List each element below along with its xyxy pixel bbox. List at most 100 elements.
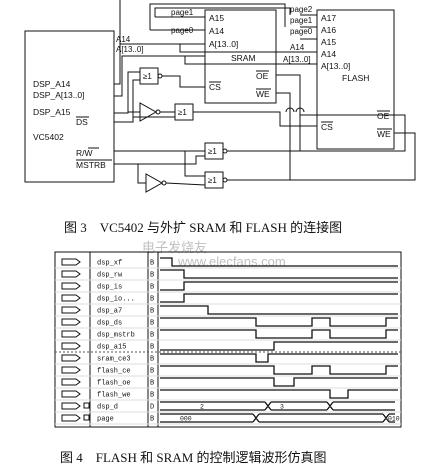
vc5402-pin-a13-0: DSP_A[13..0] [33, 90, 85, 100]
svg-text:≥1: ≥1 [208, 176, 217, 185]
signal-value: B [150, 260, 154, 268]
signal-name: dsp_is [97, 284, 122, 292]
figure3-caption: 图 3 VC5402 与外扩 SRAM 和 FLASH 的连接图 [64, 220, 342, 235]
signal-trace [160, 389, 398, 399]
vc5402-pin-rw: R/W [76, 148, 93, 158]
sram-in-a13-0: A[13..0] [116, 45, 144, 54]
vc5402-pin-ds: DS [76, 117, 88, 127]
signal-value: B [150, 284, 154, 292]
signal-name: sram_ce3 [97, 356, 131, 364]
signal-name: flash_we [97, 392, 131, 400]
expand-toggle-icon[interactable] [83, 402, 90, 409]
signal-pin-icon [61, 390, 81, 398]
signal-pin-icon [61, 366, 81, 374]
watermark: 电子发烧友 www.elecfans.com [142, 240, 286, 269]
flash-block [316, 9, 395, 150]
signal-value: B [150, 332, 154, 340]
bus-trace [160, 413, 395, 423]
signal-name: dsp_io... [97, 296, 135, 304]
signal-trace [160, 365, 398, 375]
sram-pin-a15: A15 [209, 13, 224, 23]
inverter-2 [145, 173, 167, 193]
signal-value: B [150, 296, 154, 304]
signal-name: dsp_mstrb [97, 332, 135, 340]
signal-value: B [150, 368, 154, 376]
bus-trace [160, 401, 395, 411]
signal-value: B [150, 380, 154, 388]
flash-pin-a15: A15 [321, 37, 336, 47]
flash-pin-we: WE [377, 129, 391, 139]
or-gate-2: ≥1 [174, 103, 194, 121]
vc5402-pin-a14: DSP_A14 [33, 79, 71, 89]
bus-value-label: 010 [388, 416, 400, 423]
signal-trace [160, 269, 398, 279]
bus-value-label: 000 [180, 416, 192, 423]
flash-pin-a13-0: A[13..0] [321, 61, 350, 71]
flash-pin-a16: A16 [321, 25, 336, 35]
or-gate-1: ≥1 [139, 67, 163, 85]
svg-text:≥1: ≥1 [178, 108, 187, 117]
sram-name: SRAM [231, 53, 256, 63]
signal-pin-icon [61, 258, 81, 266]
signal-value: B [150, 272, 154, 280]
flash-name: FLASH [342, 73, 369, 83]
signal-trace [160, 305, 398, 315]
signal-trace [160, 257, 398, 267]
signal-name: dsp_ds [97, 320, 122, 328]
vc5402-pin-a15: DSP_A15 [33, 107, 71, 117]
signal-pin-icon [61, 342, 81, 350]
vc5402-pin-mstrb: MSTRB [76, 160, 106, 170]
flash-in-page2: page2 [290, 5, 313, 14]
signal-name: dsp_rw [97, 272, 123, 280]
signal-pin-icon [61, 378, 81, 386]
flash-in-page1: page1 [290, 16, 313, 25]
signal-trace [160, 281, 398, 291]
signal-pin-icon [61, 330, 81, 338]
svg-text:≥1: ≥1 [143, 72, 152, 81]
sram-pin-oe: OE [256, 71, 269, 81]
flash-pin-a17: A17 [321, 13, 336, 23]
wiring [114, 0, 416, 186]
signal-trace [160, 293, 398, 303]
expand-toggle-icon[interactable] [83, 414, 90, 421]
svg-text:≥1: ≥1 [208, 147, 217, 156]
signal-trace [160, 341, 398, 351]
flash-pin-cs: CS [321, 122, 333, 132]
flash-in-a14: A14 [290, 43, 305, 52]
signal-pin-icon [61, 354, 81, 362]
figure4-caption: 图 4 FLASH 和 SRAM 的控制逻辑波形仿真图 [60, 450, 327, 465]
sram-pin-a13-0: A[13..0] [209, 39, 238, 49]
signal-pin-icon [61, 294, 81, 302]
vc5402-block [24, 30, 115, 183]
sram-in-a14: A14 [116, 35, 131, 44]
figure3-connection-diagram: DSP_A14 DSP_A[13..0] DSP_A15 DS VC5402 R… [24, 0, 416, 235]
signal-trace [160, 329, 398, 339]
signal-trace [160, 377, 398, 387]
signal-trace [160, 353, 398, 363]
signal-pin-icon [61, 402, 81, 410]
sram-pin-we: WE [256, 89, 270, 99]
inverter-1 [139, 102, 161, 122]
signal-value: B [150, 392, 154, 400]
signal-name: dsp_a15 [97, 344, 126, 352]
signal-pin-icon [61, 414, 81, 422]
flash-in-a13-0: A[13..0] [283, 55, 311, 64]
or-gate-3: ≥1 [204, 142, 228, 160]
signal-name: dsp_xf [97, 260, 122, 268]
signal-trace [160, 317, 398, 327]
flash-pin-a14: A14 [321, 49, 336, 59]
signal-name: page [97, 416, 114, 424]
watermark-line2: www.elecfans.com [177, 254, 286, 269]
flash-pin-oe: OE [377, 111, 390, 121]
signal-name: dsp_d [97, 404, 118, 412]
signal-value: B [150, 416, 154, 424]
signal-pin-icon [61, 282, 81, 290]
watermark-line1: 电子发烧友 [142, 240, 207, 255]
flash-in-page0: page0 [290, 27, 313, 36]
signal-name: dsp_a7 [97, 308, 122, 316]
or-gate-4: ≥1 [204, 171, 228, 189]
signal-value: B [150, 344, 154, 352]
signal-value: B [150, 356, 154, 364]
